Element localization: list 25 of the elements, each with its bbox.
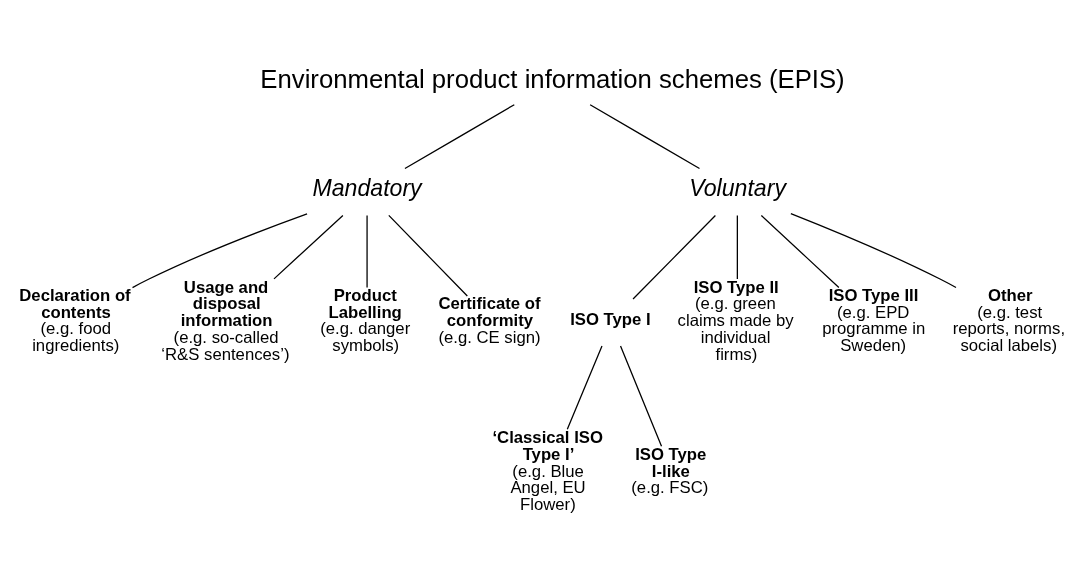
connector: [589, 103, 701, 169]
connector: [632, 214, 717, 300]
connector: [790, 212, 957, 288]
node-text: Certificate of conformity (e.g. CE sign): [438, 293, 541, 347]
node-text: ISO Type II (e.g. green claims made by individual firms): [677, 277, 794, 364]
node-text: Voluntary: [689, 174, 786, 201]
connector: [388, 214, 468, 297]
node-text: Declaration of contents (e.g. food ingredients): [19, 285, 131, 355]
node-text: Other (e.g. test reports, norms, social labels): [952, 285, 1066, 355]
connector: [736, 214, 738, 280]
node-text: ISO Type I-like (e.g. FSC): [631, 444, 709, 497]
connector: [273, 214, 344, 280]
connector: [366, 214, 368, 288]
connector: [619, 344, 663, 447]
node-text: Mandatory: [312, 174, 422, 201]
node-text: ‘Classical ISO Type I’ (e.g. Blue Angel, EU Flower): [492, 427, 603, 514]
node-text: ISO Type I: [570, 309, 651, 329]
node-text: Environmental product information schemes (EPIS): [260, 64, 845, 93]
node-text: ISO Type III (e.g. EPD programme in Sweden): [822, 285, 926, 355]
node-text: Usage and disposal information (e.g. so-called ‘R&S sentences’): [161, 277, 290, 364]
node-text: Product Labelling (e.g. danger symbols): [320, 285, 411, 355]
connector: [566, 344, 603, 430]
connector: [404, 103, 515, 169]
connector: [760, 214, 840, 288]
connector: [131, 212, 308, 288]
